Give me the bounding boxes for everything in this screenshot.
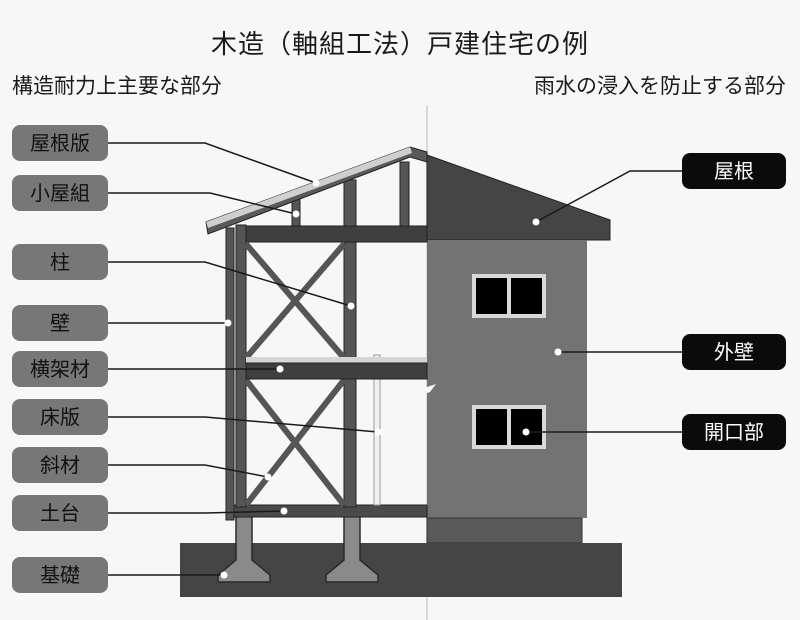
roof-exterior [426,154,611,241]
footing-2 [325,514,379,583]
brace-upper-b [243,242,347,360]
callout-lines-right [526,170,682,433]
label-roof-truss: 小屋組 [12,175,108,211]
brace-lower-b [243,378,347,507]
cross-beam [245,362,428,380]
window-lower [472,405,546,449]
window-upper [472,274,546,318]
footing-1 [217,514,271,583]
base-band [426,517,583,544]
truss-post-right [399,161,410,227]
label-wall: 壁 [12,305,108,341]
label-brace: 斜材 [12,447,108,483]
section-break-mark [412,384,436,398]
foundation-right [427,543,622,597]
label-column: 柱 [12,244,108,280]
roof-panel-top [206,147,412,228]
label-roof-panel: 屋根版 [12,125,108,161]
section-heading-waterproof: 雨水の浸入を防止する部分 [534,74,786,98]
section-heading-structural: 構造耐力上主要な部分 [12,74,222,98]
label-opening: 開口部 [682,414,786,450]
label-cross-beam: 横架材 [12,351,108,387]
label-floor-slab: 床版 [12,399,108,435]
callout-lines-left [108,142,379,576]
foundation-left [180,543,427,597]
label-sill: 土台 [12,495,108,531]
floor-slab [246,357,427,363]
label-roof: 屋根 [682,153,786,189]
roof-panel-left [205,146,428,235]
diagram-title: 木造（軸組工法）戸建住宅の例 [210,30,589,60]
label-exterior-wall: 外壁 [682,334,786,370]
left-post [235,224,247,508]
label-foundation: 基礎 [12,557,108,593]
wall-panel [225,227,235,521]
eave-beam [245,225,428,243]
anchor-dots [220,179,562,579]
